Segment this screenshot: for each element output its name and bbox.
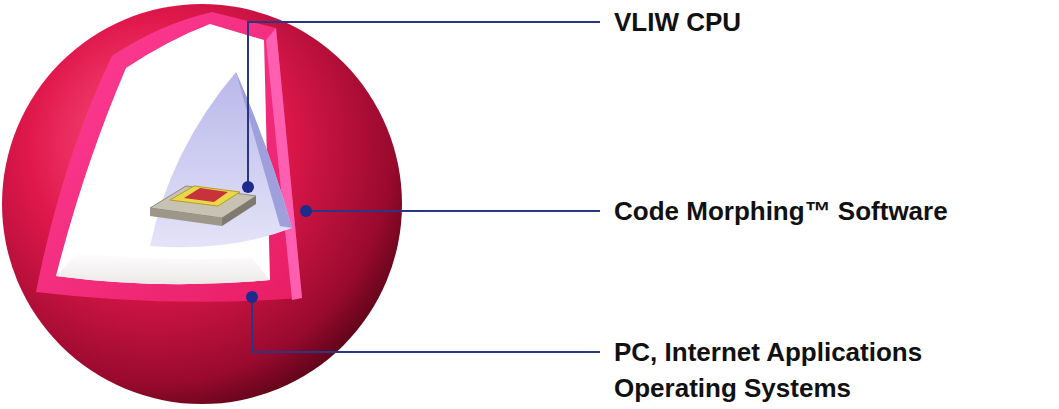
leader-line bbox=[248, 22, 600, 187]
leader-dots bbox=[242, 181, 312, 303]
callout-label: VLIW CPU bbox=[614, 4, 1044, 40]
cavity-floor bbox=[56, 252, 270, 284]
callout-label: Code Morphing™ Software bbox=[614, 193, 1050, 229]
outer-sphere bbox=[2, 4, 402, 404]
core-layer bbox=[150, 72, 292, 247]
cut-face bbox=[36, 12, 302, 302]
leader-dot bbox=[242, 181, 254, 193]
leader-dot bbox=[300, 205, 312, 217]
leader-dot bbox=[246, 291, 258, 303]
leader-line bbox=[306, 210, 600, 212]
leader-lines bbox=[248, 22, 600, 352]
cpu-chip bbox=[150, 186, 256, 226]
callout-label: PC, Internet Applications Operating Syst… bbox=[614, 334, 1039, 406]
leader-line bbox=[252, 297, 600, 352]
